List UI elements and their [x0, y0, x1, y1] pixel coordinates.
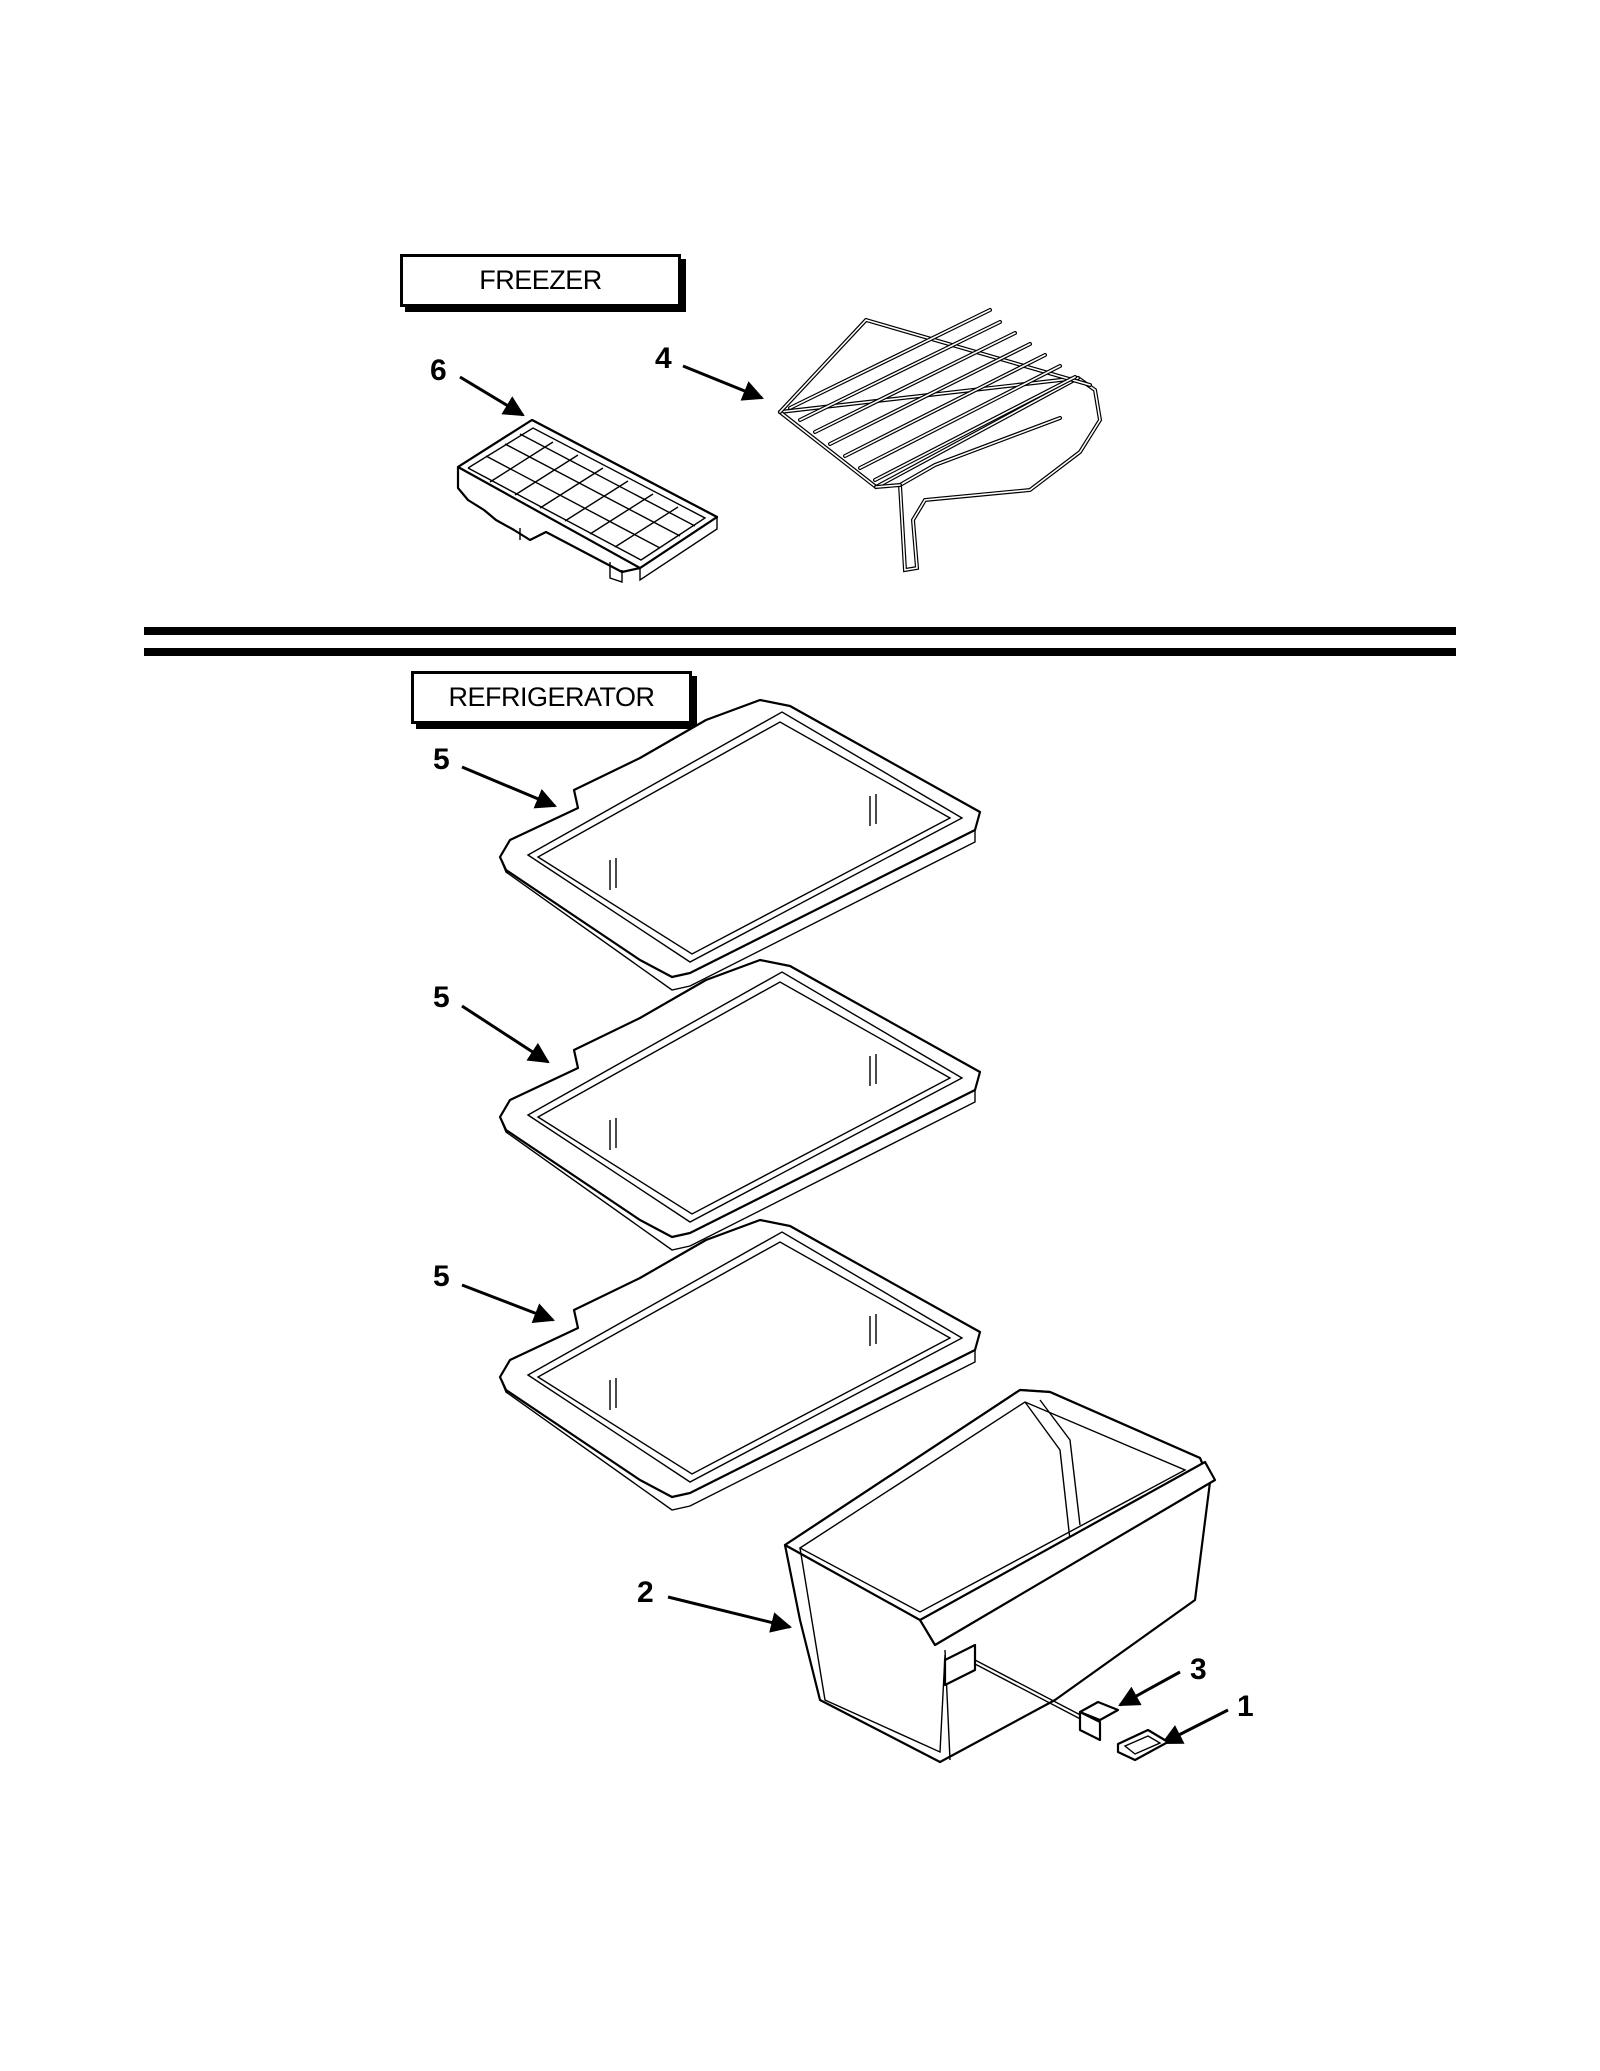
refrigerator-label-text: REFRIGERATOR	[448, 682, 655, 712]
callout-crisper-pan: 2	[637, 1576, 654, 1609]
badge	[1078, 1700, 1120, 1722]
callout-wire-shelf: 4	[655, 342, 672, 375]
arrow-ice-tray	[459, 375, 525, 417]
callout-badge-frame: 1	[1237, 1690, 1254, 1723]
leader-arrows	[459, 364, 1229, 1745]
callout-ice-tray: 6	[430, 354, 447, 387]
glass-shelf-middle	[498, 958, 982, 1251]
section-divider-upper	[144, 627, 1456, 635]
glass-shelf-top	[498, 698, 982, 991]
crisper-pan	[783, 1388, 1217, 1764]
callout-glass-shelf-top: 5	[433, 743, 450, 776]
section-divider-lower	[144, 648, 1456, 656]
arrow-crisper-pan	[667, 1595, 793, 1633]
section-label-freezer: FREEZER	[400, 254, 681, 307]
badge-assembly	[974, 1659, 1170, 1762]
glass-shelf-bottom	[498, 1218, 982, 1511]
callout-glass-shelf-middle: 5	[433, 981, 450, 1014]
callout-glass-shelf-bottom: 5	[433, 1260, 450, 1293]
section-label-refrigerator: REFRIGERATOR	[411, 671, 692, 724]
ice-cube-tray	[456, 418, 719, 583]
arrow-badge-frame	[1161, 1708, 1229, 1745]
wire-shelf	[778, 308, 1103, 573]
arrow-glass-shelf-bottom	[461, 1283, 555, 1324]
arrow-glass-shelf-top	[461, 765, 557, 809]
badge-side	[1078, 1710, 1102, 1742]
arrow-badge	[1118, 1670, 1181, 1707]
badge-frame	[1116, 1728, 1170, 1762]
arrow-wire-shelf	[682, 364, 764, 401]
arrow-glass-shelf-middle	[461, 1004, 550, 1064]
callout-badge: 3	[1190, 1653, 1207, 1686]
freezer-label-text: FREEZER	[479, 265, 602, 295]
